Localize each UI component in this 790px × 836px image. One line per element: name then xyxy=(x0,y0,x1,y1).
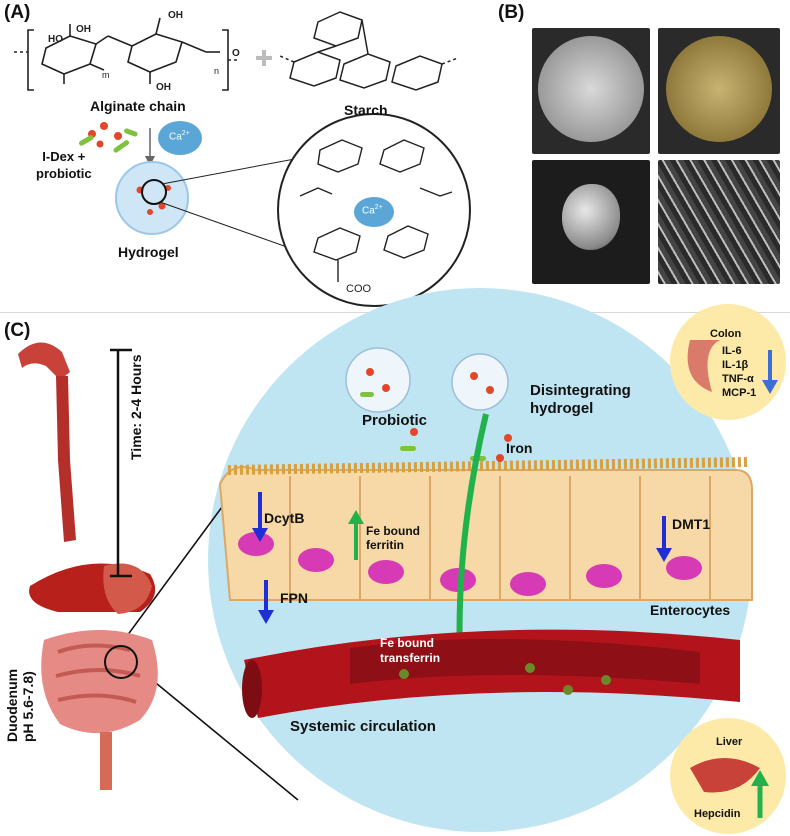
nucleus-icon xyxy=(510,572,546,596)
sem-porous-photo xyxy=(658,160,780,284)
nucleus-icon xyxy=(238,532,274,556)
dcytb-label: DcytB xyxy=(264,510,305,526)
fe-transferrin-line2: transferrin xyxy=(380,651,441,665)
cytokine-item: MCP-1 xyxy=(722,387,757,399)
sem-bead-photo xyxy=(532,160,650,284)
plus-icon xyxy=(256,50,272,66)
time-label: Time: 2-4 Hours xyxy=(128,354,144,460)
chem-label: OH xyxy=(168,10,183,21)
petri-dish-photo-loaded xyxy=(658,28,780,154)
calcium-symbol: Ca xyxy=(362,205,375,217)
cytokine-item: TNF-α xyxy=(722,373,754,385)
probiotic-label: Probiotic xyxy=(362,412,428,429)
starch-label: Starch xyxy=(344,102,388,118)
iron-label: Iron xyxy=(506,440,533,456)
cytokine-item: IL-1β xyxy=(722,359,749,371)
idex-line1: I-Dex + xyxy=(42,149,86,164)
calcium-symbol: Ca xyxy=(169,131,182,143)
calcium-charge: 2+ xyxy=(374,204,383,211)
calcium-ion-label: Ca2+ xyxy=(169,130,190,142)
calcium-charge: 2+ xyxy=(181,130,190,137)
cytokine-item: IL-6 xyxy=(722,345,742,357)
fe-ferritin-line2: ferritin xyxy=(366,538,405,552)
iron-absorption-arrow xyxy=(456,413,489,661)
alginate-label: Alginate chain xyxy=(90,98,186,114)
idex-line2: probiotic xyxy=(36,166,92,181)
nucleus-icon xyxy=(666,556,702,580)
colon-badge xyxy=(670,304,786,420)
fe-ferritin-line1: Fe bound xyxy=(366,524,420,538)
chem-label: O xyxy=(232,48,240,59)
intestine-organ xyxy=(41,630,158,734)
nucleus-icon xyxy=(586,564,622,588)
duodenum-zoom-circle xyxy=(104,645,138,679)
idex-label: I-Dex + probiotic xyxy=(36,148,92,182)
calcium-ion-icon xyxy=(354,197,394,227)
colon-title: Colon xyxy=(710,328,742,340)
starch-structure xyxy=(279,11,459,91)
duodenum-line2: pH 5.6-7.8) xyxy=(20,671,36,742)
hydrogel-blob-icon xyxy=(345,347,509,413)
bead-icon xyxy=(562,184,620,250)
liver-title: Liver xyxy=(716,736,743,748)
blood-vessel-icon xyxy=(242,629,740,718)
systemic-label: Systemic circulation xyxy=(290,718,436,735)
enterocytes-label: Enterocytes xyxy=(650,602,731,618)
disintegrating-label: Disintegrating hydrogel xyxy=(530,382,631,418)
colon-icon xyxy=(687,340,720,392)
nucleus-icon xyxy=(440,568,476,592)
fe-transferrin-label: Fe bound transferrin xyxy=(380,636,440,666)
petri-dish-icon xyxy=(666,36,772,142)
hydrogel-label: Hydrogel xyxy=(118,244,179,260)
panel-a-label: (A) xyxy=(4,2,31,23)
crosslinked-network xyxy=(299,139,453,282)
nucleus-icon xyxy=(368,560,404,584)
panel-c-label: (C) xyxy=(4,320,31,341)
zoom-circle xyxy=(141,179,167,205)
calcium-ion-label-zoom: Ca2+ xyxy=(362,204,383,216)
duodenum-line1: Duodenum xyxy=(4,668,20,742)
alginate-structure xyxy=(14,17,240,91)
chem-label: OH xyxy=(156,82,171,93)
liver-icon xyxy=(690,758,760,793)
duodenum-label: Duodenum pH 5.6-7.8) xyxy=(4,669,36,742)
calcium-ion-icon xyxy=(158,121,202,155)
fpn-label: FPN xyxy=(280,590,308,606)
cytokine-list: IL-6 IL-1β TNF-α MCP-1 xyxy=(722,344,756,400)
hepcidin-label: Hepcidin xyxy=(694,808,741,820)
hydrogel-bead-icon xyxy=(115,161,189,235)
disintegrating-line1: Disintegrating xyxy=(530,382,631,399)
enterocyte-layer xyxy=(218,457,753,601)
dmt1-label: DMT1 xyxy=(672,516,711,532)
panel-b-label: (B) xyxy=(498,2,525,23)
subscript-m: m xyxy=(102,70,110,80)
disintegrating-line2: hydrogel xyxy=(530,400,594,417)
petri-dish-icon xyxy=(538,36,644,142)
nucleus-icon xyxy=(298,548,334,572)
fe-ferritin-label: Fe bound ferritin xyxy=(366,524,420,552)
chem-label: OH xyxy=(76,24,91,35)
subscript-n: n xyxy=(214,66,219,76)
probiotic-icon xyxy=(78,122,138,153)
time-bracket xyxy=(110,348,132,578)
fe-transferrin-line1: Fe bound xyxy=(380,636,434,650)
chem-label: HO xyxy=(48,34,63,45)
coo-label: COO xyxy=(346,283,372,295)
petri-dish-photo-plain xyxy=(532,28,650,154)
